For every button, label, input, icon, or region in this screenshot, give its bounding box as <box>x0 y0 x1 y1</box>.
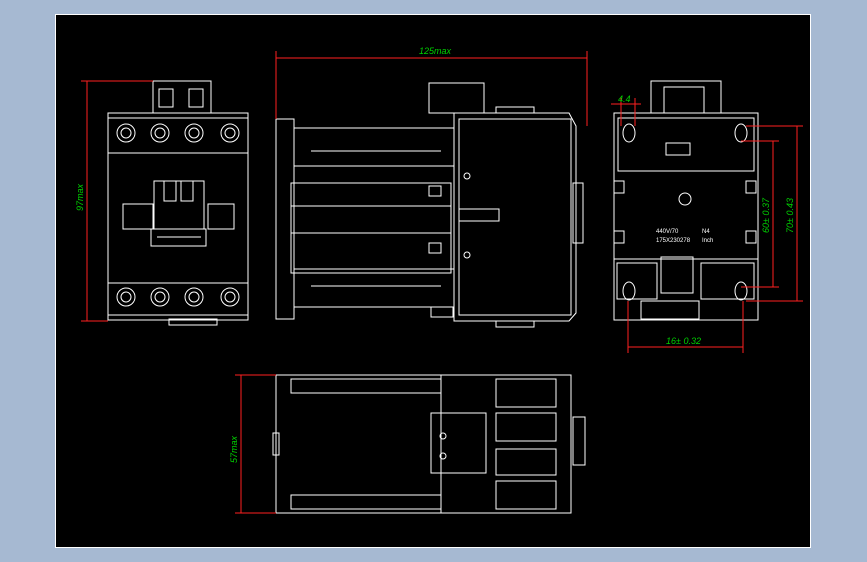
cad-viewport[interactable]: 440V/70 N4 175X230278 Inch <box>55 14 811 548</box>
dim-mount-vertical-a: 60± 0.37 <box>761 197 771 233</box>
end-view: 440V/70 N4 175X230278 Inch <box>613 80 759 321</box>
dim-overall-length: 125max <box>419 46 452 56</box>
side-view <box>275 82 584 328</box>
nameplate-suffix2: Inch <box>702 238 713 244</box>
cad-drawing: 440V/70 N4 175X230278 Inch <box>75 46 803 514</box>
nameplate-line2: 175X230278 <box>656 238 691 244</box>
dim-height: 97max <box>75 183 85 211</box>
dim-depth: 57max <box>229 435 239 463</box>
nameplate-line1: 440V/70 <box>656 229 679 235</box>
front-view <box>107 80 249 326</box>
dim-mount-vertical-b: 70± 0.43 <box>785 198 795 233</box>
top-view <box>272 374 586 514</box>
dim-mount-horizontal: 16± 0.32 <box>666 336 701 346</box>
dimensions: 125max 97max 57max 4.4 60± 0.37 70± 0.43… <box>75 46 803 514</box>
dim-hole-spacing-top: 4.4 <box>618 94 631 104</box>
nameplate-suffix1: N4 <box>702 229 710 235</box>
